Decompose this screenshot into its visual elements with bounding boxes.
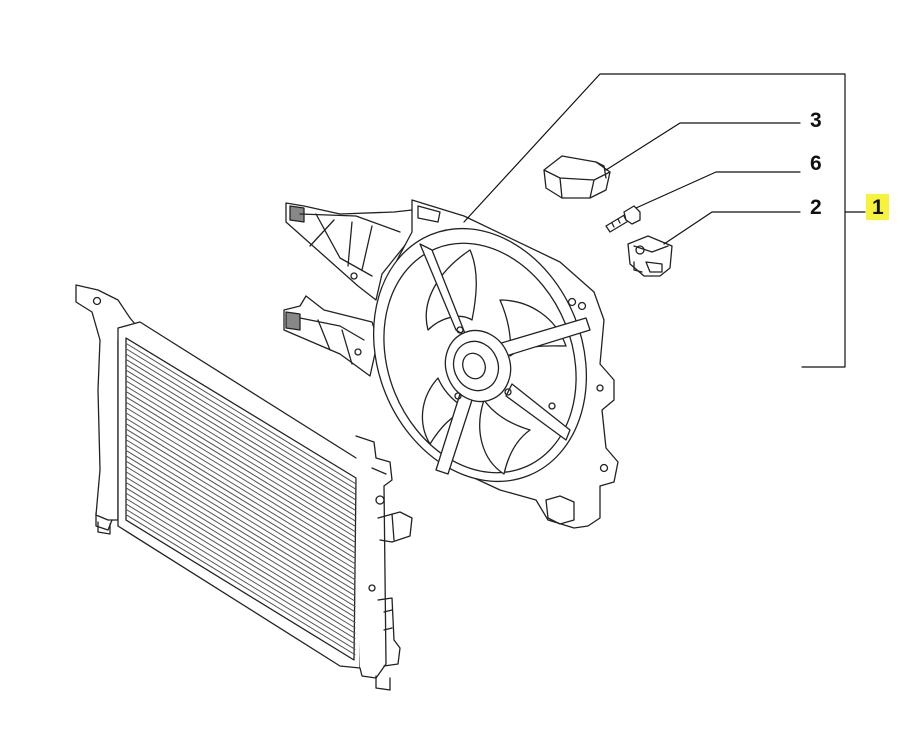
- radiator-fin: [125, 380, 356, 522]
- radiator-fin: [125, 508, 356, 650]
- callout-label-1: 1: [866, 194, 889, 220]
- radiator-fin: [125, 487, 356, 629]
- radiator-fin: [125, 423, 356, 565]
- radiator-fin: [125, 455, 356, 597]
- fan-shroud-assembly: [283, 199, 619, 529]
- radiator-fin: [125, 396, 356, 538]
- radiator-fin: [125, 514, 356, 656]
- radiator-fin: [125, 374, 356, 516]
- radiator-fin: [125, 417, 356, 559]
- radiator-fin: [125, 433, 356, 575]
- radiator-fin: [125, 476, 356, 618]
- radiator-fin: [125, 342, 356, 484]
- radiator-fin: [125, 444, 356, 586]
- callout-label-6: 6: [810, 152, 822, 175]
- radiator-fin: [125, 482, 356, 624]
- screw: [605, 205, 641, 233]
- radiator-fin: [125, 498, 356, 640]
- radiator-fin: [125, 439, 356, 581]
- radiator-fin: [125, 465, 356, 607]
- radiator-fin: [125, 407, 356, 549]
- radiator-fin: [125, 471, 356, 613]
- callout-label-2: 2: [810, 196, 822, 219]
- radiator-fin: [125, 353, 356, 495]
- resistor-block: [543, 155, 611, 199]
- radiator-fin: [125, 369, 356, 511]
- radiator: [75, 284, 413, 691]
- radiator-fins: [125, 342, 356, 656]
- radiator-fin: [125, 449, 356, 591]
- radiator-fin: [125, 358, 356, 500]
- radiator-fin: [125, 391, 356, 533]
- radiator-fin: [125, 460, 356, 602]
- radiator-fin: [125, 348, 356, 490]
- radiator-fin: [125, 412, 356, 554]
- radiator-fin: [125, 401, 356, 543]
- callout-label-3: 3: [810, 109, 822, 132]
- leader-lines: [463, 73, 866, 368]
- radiator-fin: [125, 364, 356, 506]
- radiator-fin: [125, 428, 356, 570]
- radiator-fin: [125, 492, 356, 634]
- radiator-fin: [125, 385, 356, 527]
- radiator-fin: [125, 503, 356, 645]
- connector-bracket: [627, 235, 673, 277]
